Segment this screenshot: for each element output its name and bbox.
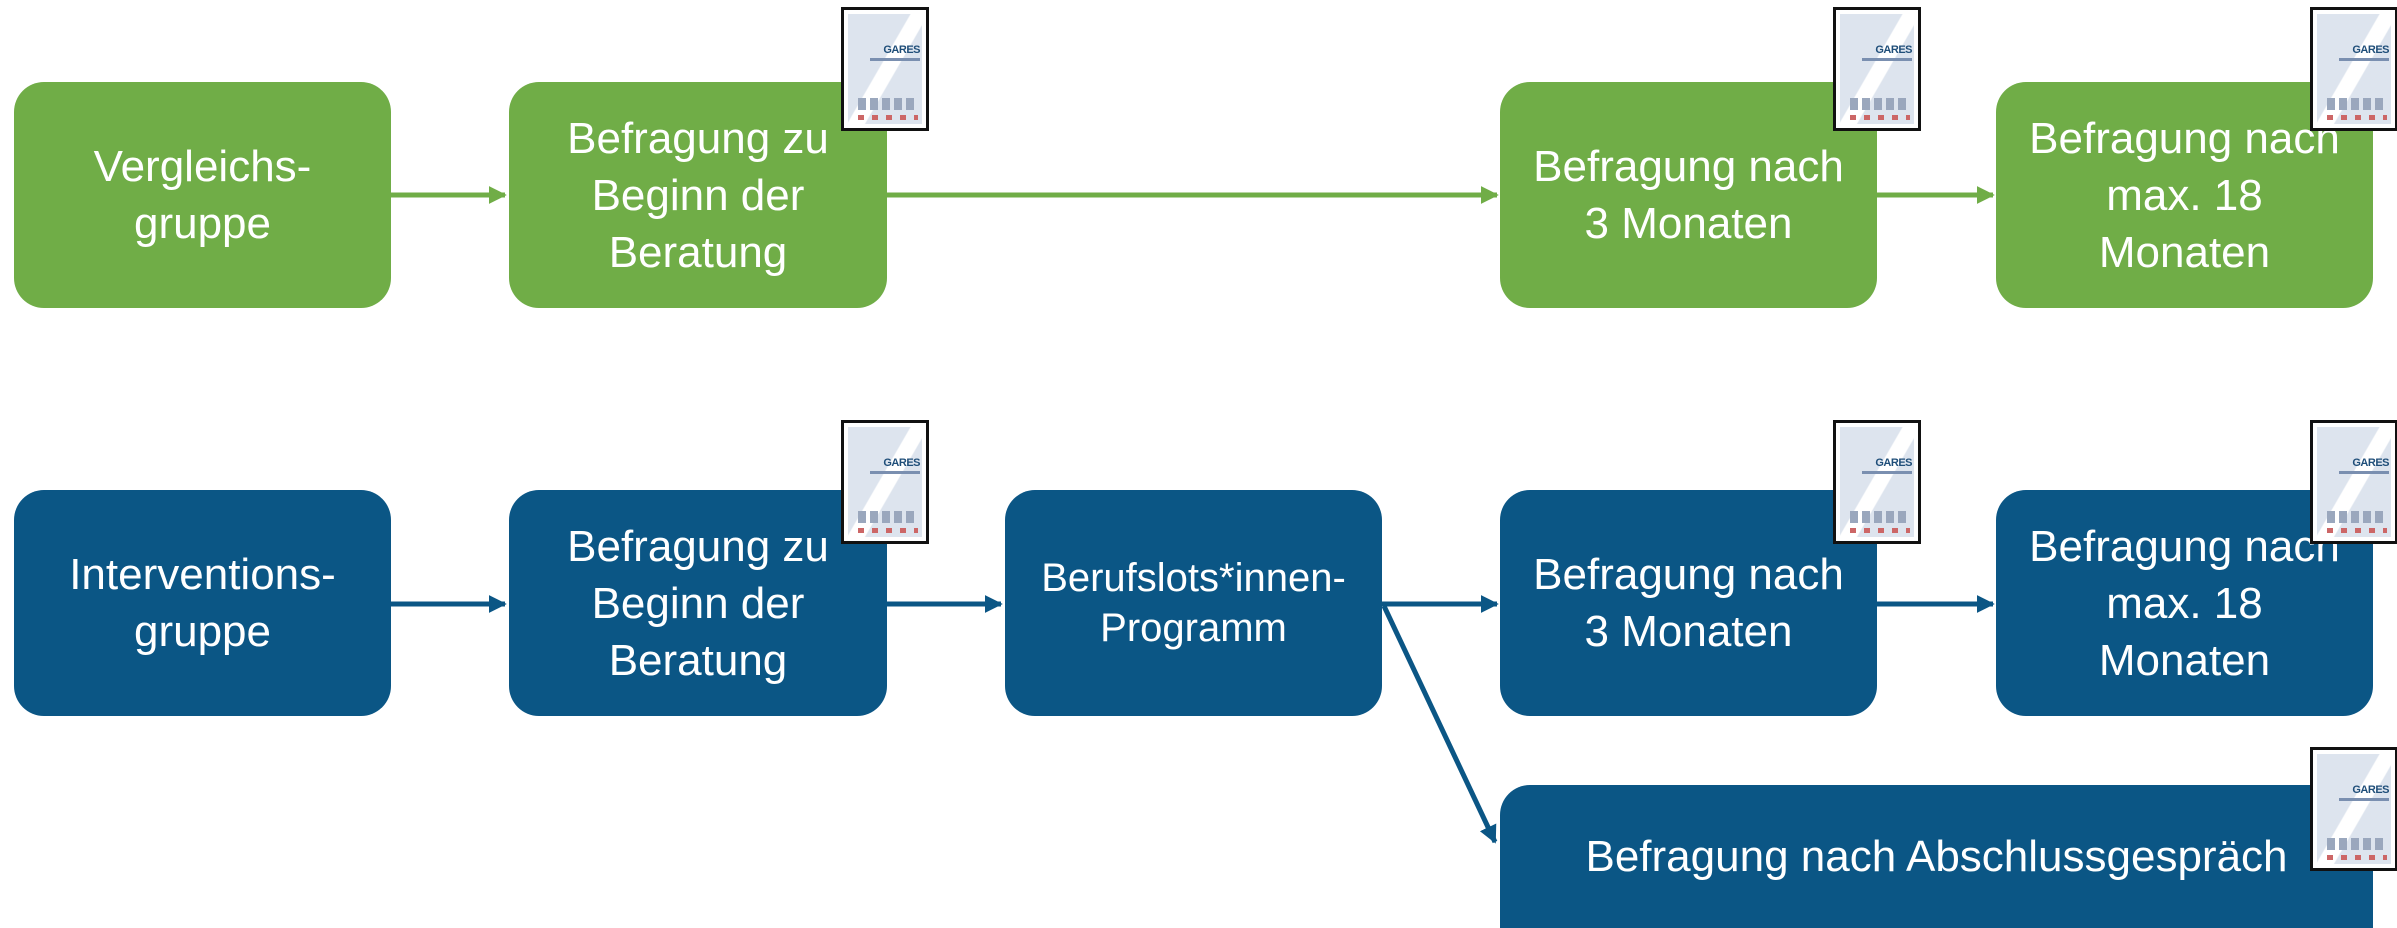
intervention-survey-3m-box: Befragung nach 3 Monaten	[1500, 490, 1877, 716]
comparison-group-box: Vergleichs- gruppe	[14, 82, 391, 308]
program-box: Berufslots*innen- Programm	[1005, 490, 1382, 716]
comparison-survey-start-box: Befragung zu Beginn der Beratung	[509, 82, 887, 308]
questionnaire-document-icon: GARES	[2310, 747, 2397, 871]
questionnaire-document-icon: GARES	[2310, 420, 2397, 544]
survey-18m-label: Befragung nach max. 18 Monaten	[2029, 113, 2340, 277]
questionnaire-logo: GARES	[883, 457, 920, 469]
survey-3m-label: Befragung nach 3 Monaten	[1533, 142, 1844, 248]
survey-start-label: Befragung zu Beginn der Beratung	[567, 521, 829, 685]
intervention-survey-18m-box: Befragung nach max. 18 Monaten	[1996, 490, 2373, 716]
program-label: Berufslots*innen- Programm	[1041, 556, 1346, 650]
survey-final-box: Befragung nach Abschlussgespräch	[1500, 785, 2373, 928]
questionnaire-logo: GARES	[2352, 44, 2389, 56]
questionnaire-document-icon: GARES	[2310, 7, 2397, 131]
questionnaire-document-icon: GARES	[841, 420, 929, 544]
intervention-survey-start-box: Befragung zu Beginn der Beratung	[509, 490, 887, 716]
comparison-survey-3m-box: Befragung nach 3 Monaten	[1500, 82, 1877, 308]
survey-3m-label: Befragung nach 3 Monaten	[1533, 550, 1844, 656]
survey-start-label: Befragung zu Beginn der Beratung	[567, 113, 829, 277]
questionnaire-document-icon: GARES	[1833, 7, 1921, 131]
comparison-group-label: Vergleichs- gruppe	[93, 142, 312, 248]
intervention-group-label: Interventions- gruppe	[69, 550, 336, 656]
questionnaire-document-icon: GARES	[1833, 420, 1921, 544]
questionnaire-logo: GARES	[883, 44, 920, 56]
questionnaire-logo: GARES	[1875, 457, 1912, 469]
survey-final-label: Befragung nach Abschlussgespräch	[1585, 832, 2288, 881]
questionnaire-logo: GARES	[2352, 784, 2389, 796]
questionnaire-document-icon: GARES	[841, 7, 929, 131]
intervention-group-box: Interventions- gruppe	[14, 490, 391, 716]
questionnaire-logo: GARES	[2352, 457, 2389, 469]
survey-18m-label: Befragung nach max. 18 Monaten	[2029, 521, 2340, 685]
arrow-program-to-final	[1381, 604, 1498, 844]
questionnaire-logo: GARES	[1875, 44, 1912, 56]
